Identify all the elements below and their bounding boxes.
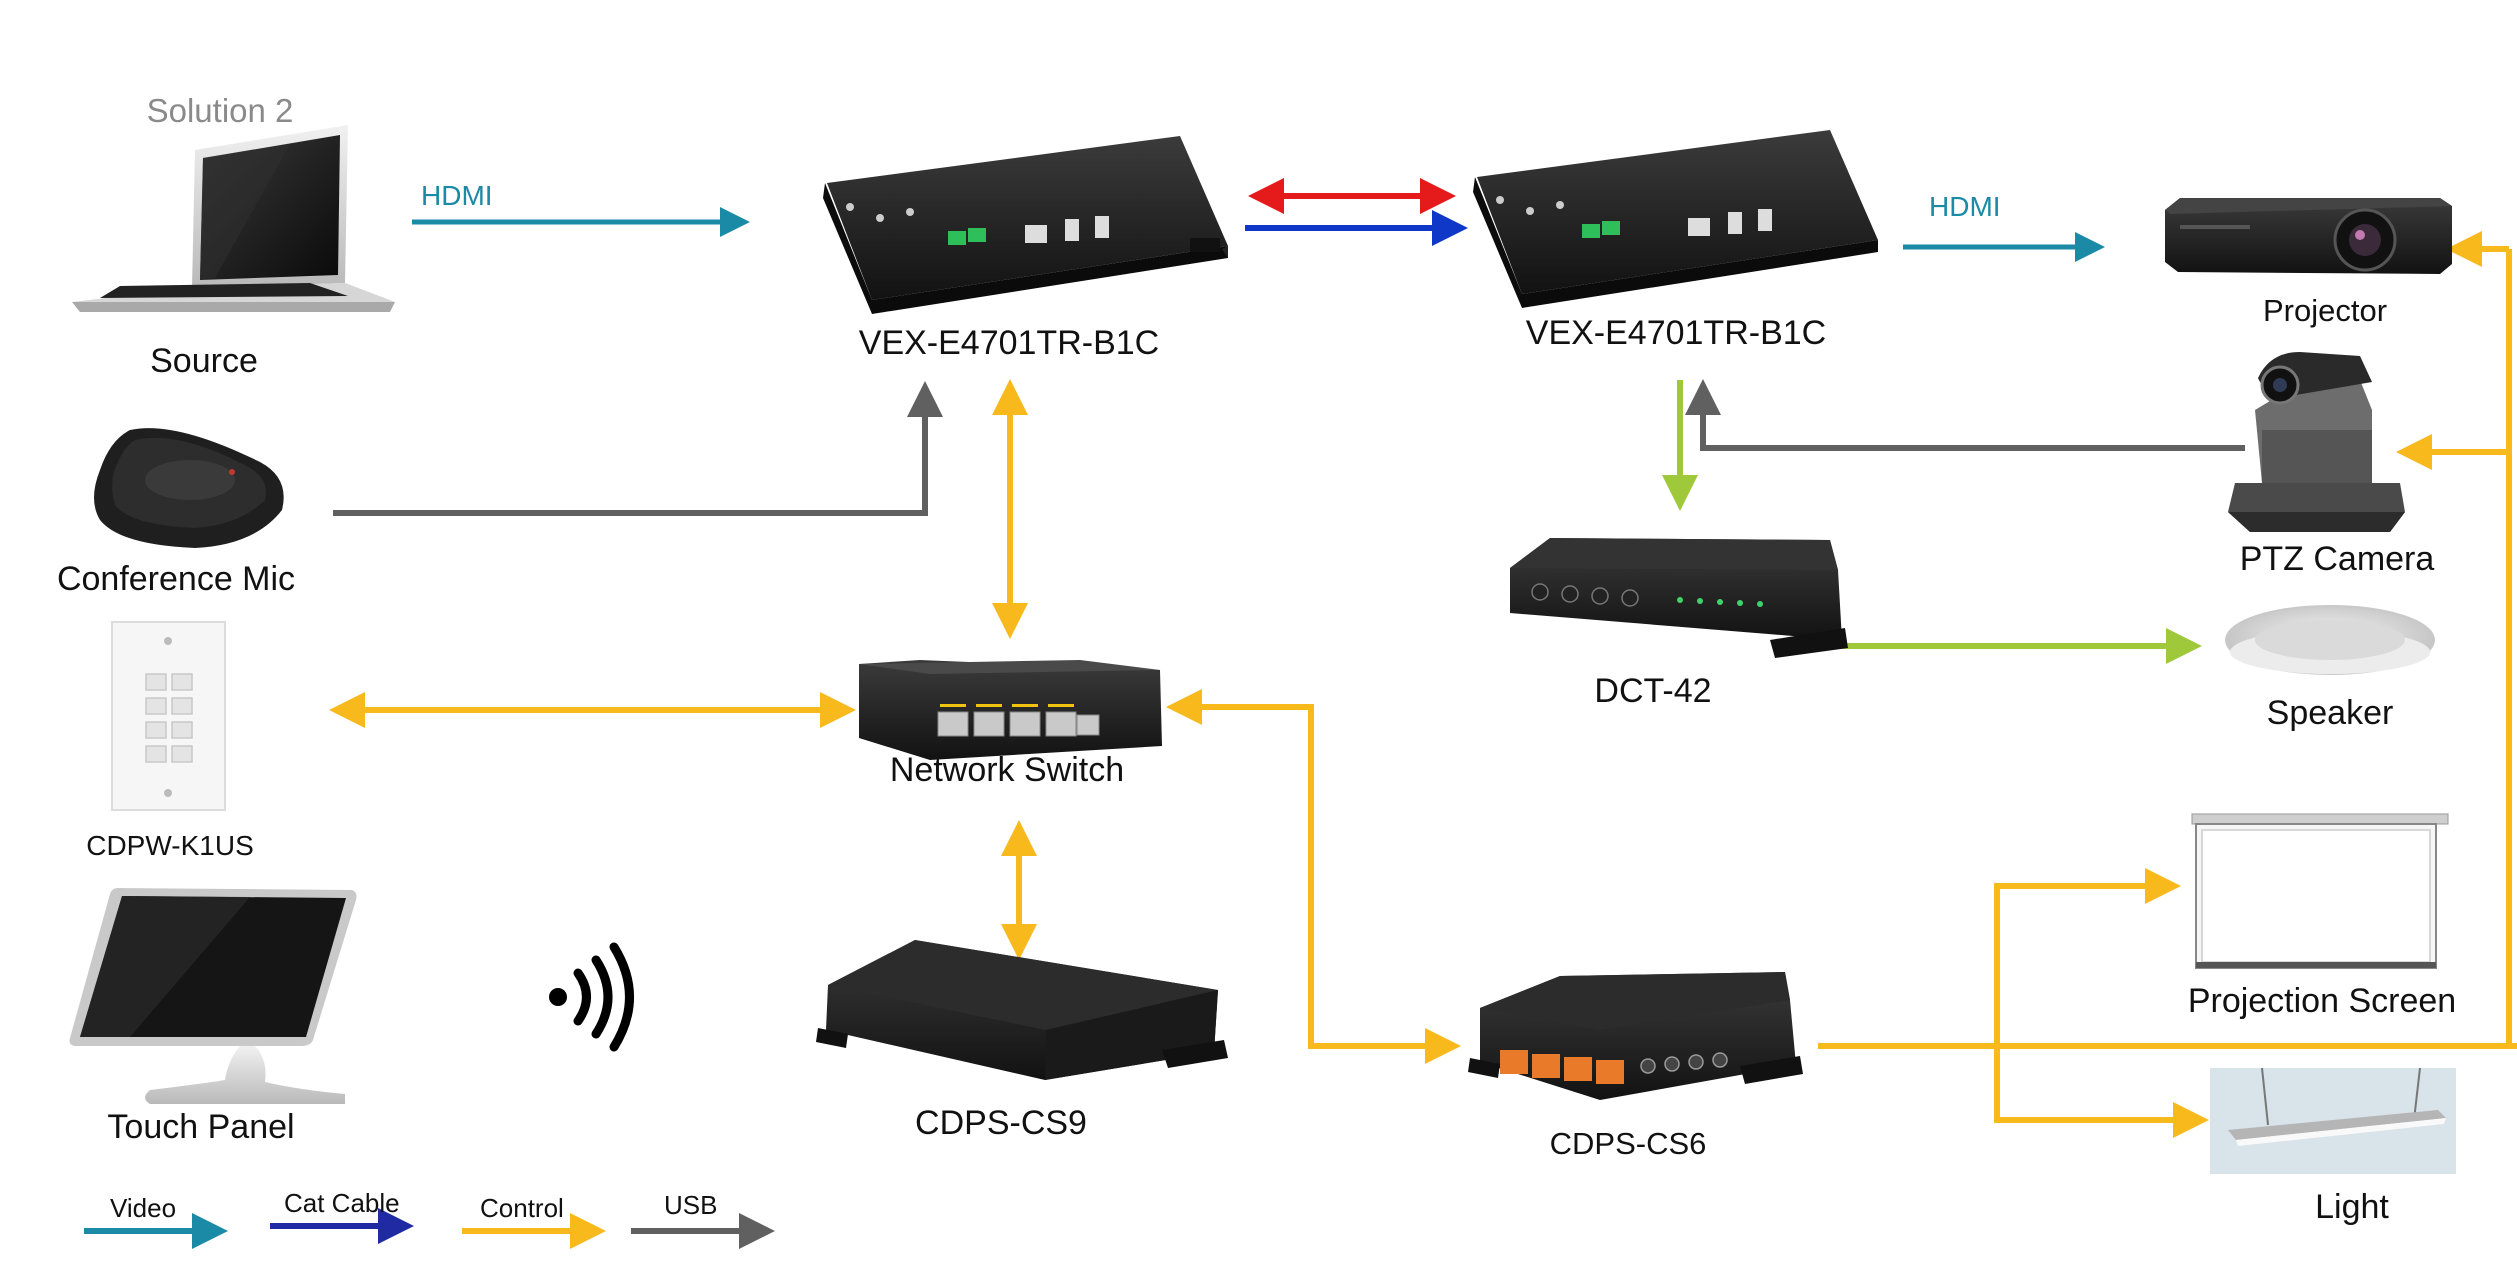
label-rx-extender: VEX-E4701TR-B1C xyxy=(1525,314,1827,352)
legend-label-cat-cable: Cat Cable xyxy=(284,1188,400,1218)
label-projection-screen: Projection Screen xyxy=(2187,982,2457,1020)
label-light: Light xyxy=(2315,1188,2389,1226)
label-controller-cs9: CDPS-CS9 xyxy=(915,1104,1087,1142)
legend-label-usb: USB xyxy=(664,1190,718,1220)
label-hdmi-in: HDMI xyxy=(421,180,493,211)
legend-label-control: Control xyxy=(480,1193,564,1223)
label-hdmi-out: HDMI xyxy=(1929,191,2001,222)
projection-screen-icon xyxy=(2191,813,2449,969)
rx-extender-icon xyxy=(1473,130,1878,308)
light-icon xyxy=(2210,1067,2456,1174)
label-tx-extender: VEX-E4701TR-B1C xyxy=(858,324,1160,362)
label-touch-panel: Touch Panel xyxy=(107,1108,295,1146)
amplifier-icon xyxy=(1510,538,1848,658)
label-keypad: CDPW-K1US xyxy=(86,830,254,861)
relay-box-cs6-icon xyxy=(1468,972,1803,1100)
conference-mic-icon xyxy=(94,428,284,548)
usb-link-camera-to-rx xyxy=(1685,379,2245,451)
network-switch-icon xyxy=(859,660,1162,760)
projector-icon xyxy=(2165,198,2452,274)
laptop-icon xyxy=(72,125,395,312)
control-link-switch-to-cs6 xyxy=(1172,704,1461,1064)
legend xyxy=(84,1208,775,1249)
control-link-to-light xyxy=(1994,1046,2209,1138)
ptz-camera-icon xyxy=(2228,352,2405,532)
usb-link-mic-to-tx xyxy=(333,381,943,516)
label-speaker: Speaker xyxy=(2266,694,2394,732)
label-source: Source xyxy=(150,342,258,380)
keypad-icon xyxy=(111,621,226,811)
diagram-title: Solution 2 xyxy=(146,92,294,129)
controller-cs9-icon xyxy=(816,940,1228,1080)
tx-extender-icon xyxy=(823,136,1228,314)
speaker-icon xyxy=(2225,605,2435,675)
label-amplifier: DCT-42 xyxy=(1594,672,1712,710)
label-projector: Projector xyxy=(2262,293,2388,328)
label-relay-box: CDPS-CS6 xyxy=(1549,1126,1707,1161)
wireless-icon xyxy=(549,942,634,1052)
label-conference-mic: Conference Mic xyxy=(56,560,296,598)
legend-label-video: Video xyxy=(110,1193,177,1223)
label-ptz-camera: PTZ Camera xyxy=(2239,540,2435,578)
label-network-switch: Network Switch xyxy=(889,751,1125,789)
touch-panel-icon xyxy=(69,888,357,1104)
control-link-to-screen xyxy=(1994,868,2181,1046)
